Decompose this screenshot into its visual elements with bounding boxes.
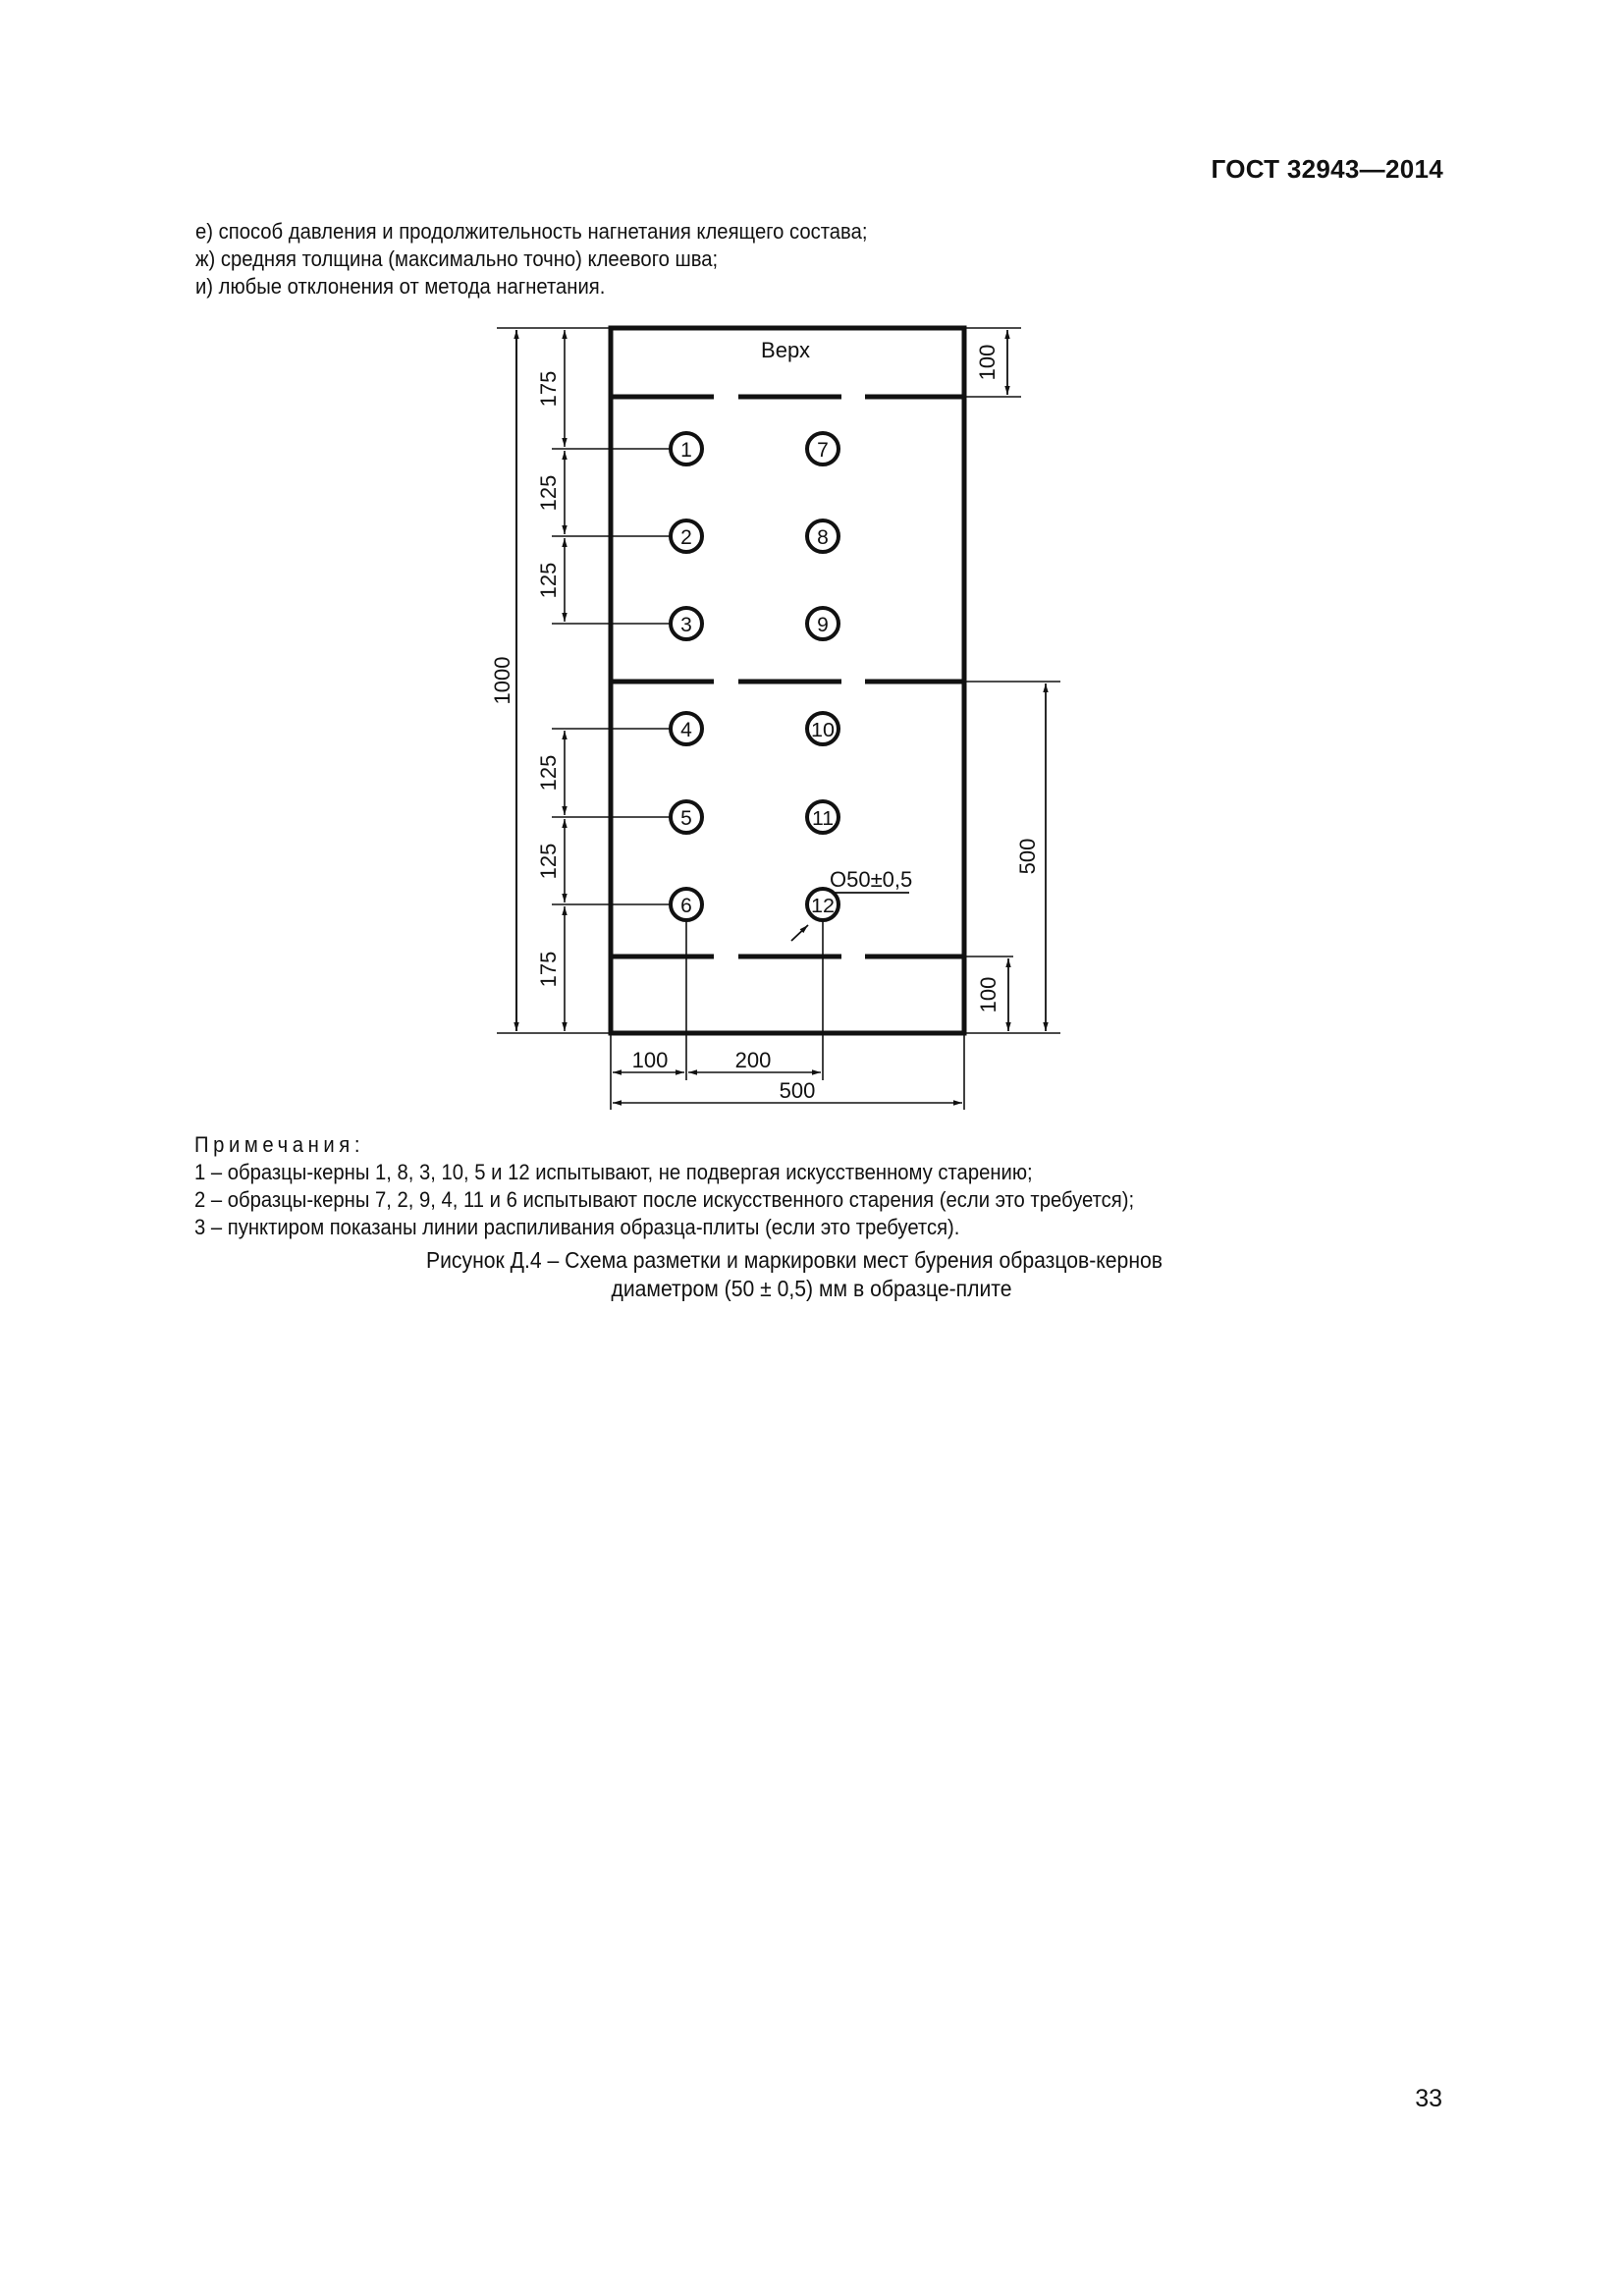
svg-text:5: 5 bbox=[680, 807, 692, 830]
core-sample-11: 11 bbox=[805, 799, 840, 835]
intro-list: е) способ давления и продолжительность н… bbox=[195, 218, 867, 301]
svg-text:9: 9 bbox=[817, 614, 829, 636]
dim-total-width: 500 bbox=[780, 1078, 816, 1103]
dim-bottom-left-offset: 100 bbox=[632, 1048, 669, 1072]
svg-text:6: 6 bbox=[680, 895, 692, 917]
dim-right-top-strip: 100 bbox=[975, 345, 1000, 381]
right-extension-lines bbox=[964, 327, 1060, 1034]
intro-item-zh: ж) средняя толщина (максимально точно) к… bbox=[195, 246, 719, 271]
dim-left-spacing-3: 125 bbox=[536, 755, 561, 792]
core-diameter-label: O50±0,5 bbox=[830, 867, 912, 892]
notes-section: Примечания: 1 – образцы-керны 1, 8, 3, 1… bbox=[194, 1131, 1134, 1241]
svg-text:4: 4 bbox=[680, 719, 692, 741]
core-sample-8: 8 bbox=[805, 519, 840, 554]
notes-title: Примечания: bbox=[194, 1132, 365, 1157]
left-extension-lines bbox=[497, 327, 671, 1034]
dim-left-spacing-2: 125 bbox=[536, 563, 561, 599]
bottom-dimension-lines bbox=[613, 1069, 962, 1106]
core-sample-3: 3 bbox=[669, 606, 704, 641]
svg-text:2: 2 bbox=[680, 526, 692, 549]
core-sample-10: 10 bbox=[805, 711, 840, 746]
figure-caption: Рисунок Д.4 – Схема разметки и маркировк… bbox=[0, 1246, 1623, 1303]
dim-left-top-offset: 175 bbox=[536, 371, 561, 408]
core-drilling-layout-diagram: Верх 1000 175 125 125 125 125 175 bbox=[490, 325, 1060, 1110]
core-sample-2: 2 bbox=[669, 519, 704, 554]
svg-text:10: 10 bbox=[811, 720, 835, 741]
svg-text:1: 1 bbox=[680, 439, 692, 462]
svg-text:12: 12 bbox=[811, 896, 835, 917]
page-number: 33 bbox=[1415, 2085, 1442, 2112]
note-item-2: 2 – образцы-керны 7, 2, 9, 4, 11 и 6 исп… bbox=[194, 1187, 1135, 1212]
svg-text:3: 3 bbox=[680, 614, 692, 636]
dim-left-spacing-1: 125 bbox=[536, 475, 561, 512]
svg-text:11: 11 bbox=[812, 808, 834, 830]
dim-left-bottom-offset: 175 bbox=[536, 952, 561, 988]
note-item-3: 3 – пунктиром показаны линии распиливани… bbox=[194, 1215, 960, 1239]
intro-item-e: е) способ давления и продолжительность н… bbox=[195, 219, 868, 244]
top-label: Верх bbox=[761, 338, 810, 362]
dim-right-bottom-strip: 100 bbox=[976, 977, 1001, 1013]
intro-item-i: и) любые отклонения от метода нагнетания… bbox=[195, 274, 606, 299]
dim-bottom-column-spacing: 200 bbox=[735, 1048, 772, 1072]
core-sample-6: 6 bbox=[669, 887, 704, 922]
svg-text:8: 8 bbox=[817, 526, 829, 549]
note-item-1: 1 – образцы-керны 1, 8, 3, 10, 5 и 12 ис… bbox=[194, 1160, 1033, 1184]
core-sample-12: 12 bbox=[805, 887, 840, 922]
standard-code: ГОСТ 32943—2014 bbox=[1211, 154, 1443, 184]
dim-left-spacing-4: 125 bbox=[536, 844, 561, 880]
core-sample-1: 1 bbox=[669, 431, 704, 466]
core-sample-5: 5 bbox=[669, 799, 704, 835]
svg-text:7: 7 bbox=[817, 439, 829, 462]
core-sample-7: 7 bbox=[805, 431, 840, 466]
core-sample-9: 9 bbox=[805, 606, 840, 641]
core-sample-4: 4 bbox=[669, 711, 704, 746]
dim-right-half-height: 500 bbox=[1015, 839, 1040, 875]
bottom-extension-lines bbox=[610, 920, 965, 1110]
caption-line-2: диаметром (50 ± 0,5) мм в образце-плите bbox=[611, 1276, 1012, 1301]
dim-total-height: 1000 bbox=[490, 657, 514, 705]
caption-line-1: Рисунок Д.4 – Схема разметки и маркировк… bbox=[425, 1247, 1163, 1273]
right-dimension-lines bbox=[1004, 330, 1049, 1031]
